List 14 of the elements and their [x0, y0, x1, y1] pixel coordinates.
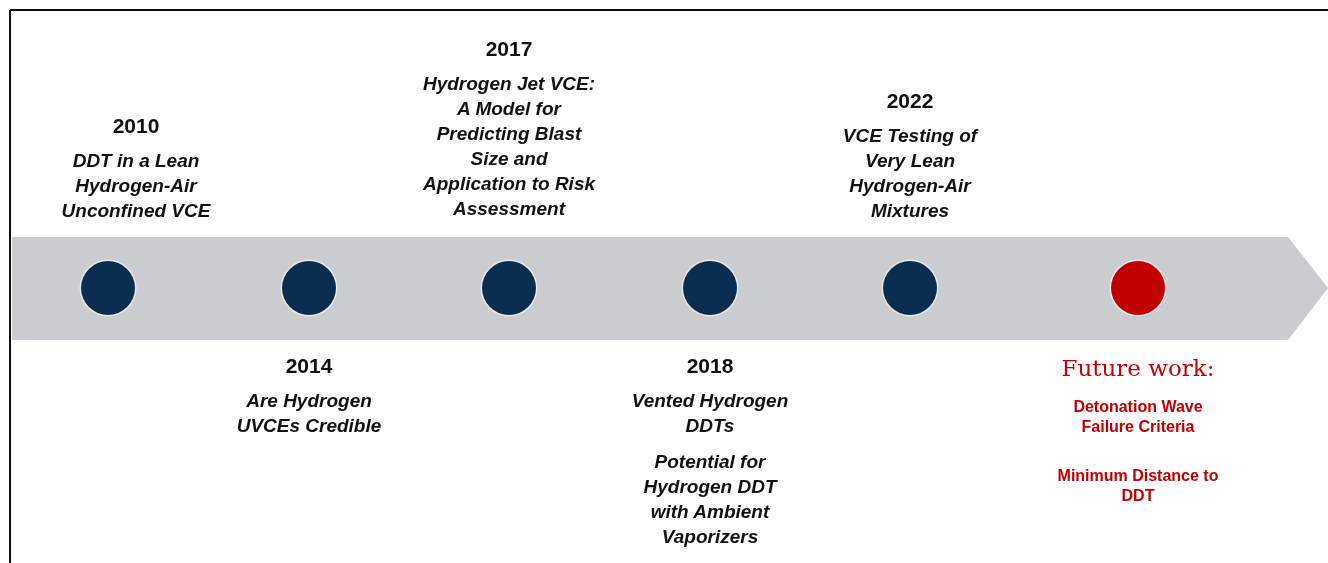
milestone-title: Vented Hydrogen DDTs — [630, 389, 790, 438]
milestone-title: DDT in a Lean Hydrogen-Air Unconfined VCE — [60, 149, 212, 223]
year-label: 2017 — [484, 36, 534, 61]
milestone-title: Hydrogen Jet VCE: A Model for Predicting Blast Size and Application to Risk Assessment — [421, 72, 597, 221]
future-work-item: Minimum Distance to DDT — [1056, 466, 1220, 506]
milestone-title: Potential for Hydrogen DDT with Ambient Vaporizers — [642, 450, 779, 549]
future-work-item: Detonation Wave Failure Criteria — [1072, 397, 1204, 437]
milestone-title: Are Hydrogen UVCEs Credible — [235, 389, 383, 438]
milestone-title: VCE Testing of Very Lean Hydrogen-Air Mixtures — [841, 124, 980, 223]
year-label: 2018 — [685, 353, 735, 378]
year-label: 2010 — [111, 113, 161, 138]
year-label: 2022 — [885, 88, 935, 113]
year-label: 2014 — [284, 353, 334, 378]
future-work-heading: Future work: — [1060, 354, 1216, 383]
